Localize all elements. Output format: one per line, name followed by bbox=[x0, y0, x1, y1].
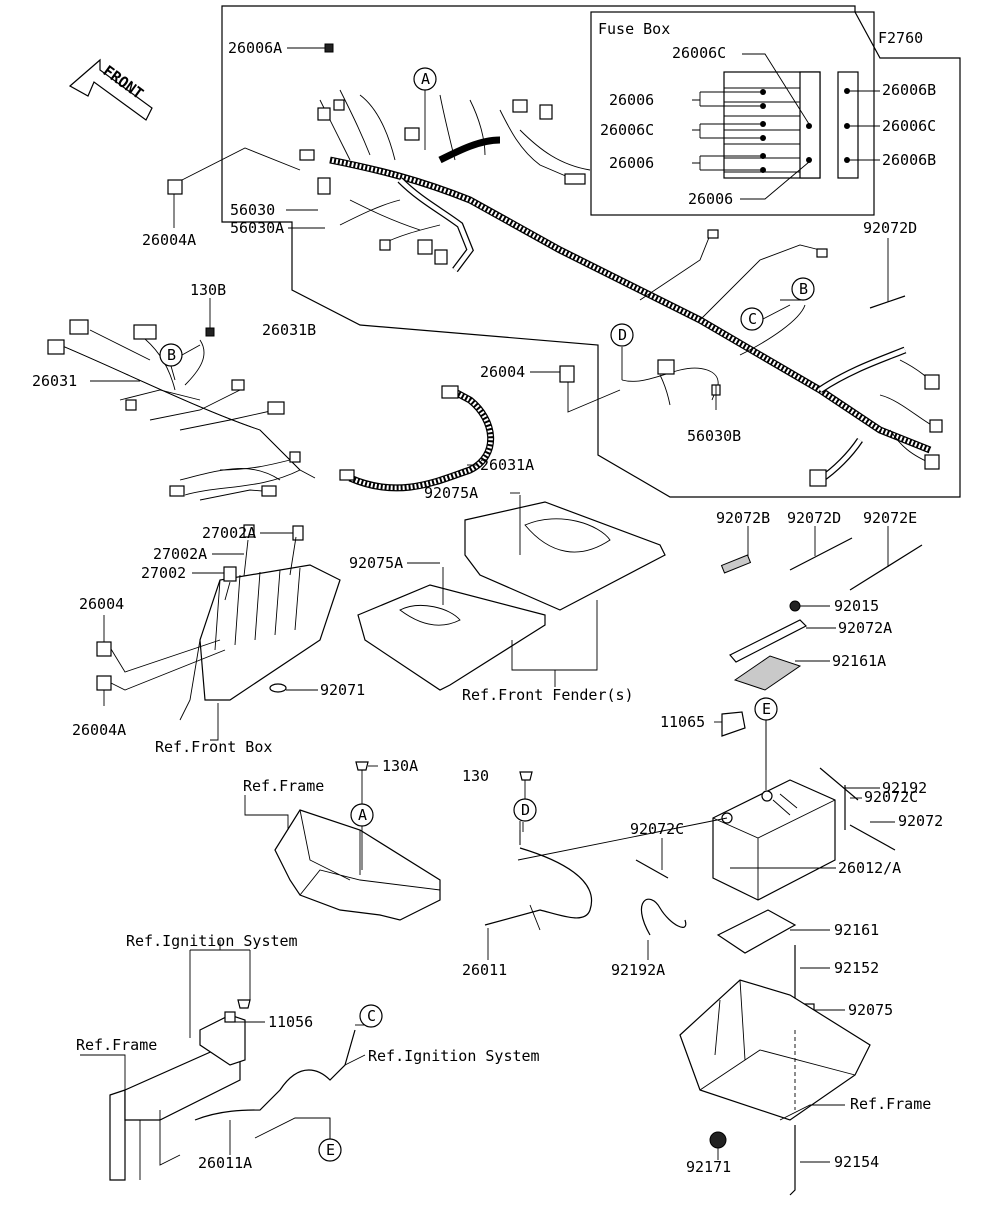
svg-text:D: D bbox=[521, 801, 530, 819]
marker-e-bottom: E bbox=[318, 1138, 342, 1162]
label-92072c-1: 92072C bbox=[864, 788, 918, 806]
svg-text:D: D bbox=[618, 326, 627, 344]
label-26011: 26011 bbox=[462, 961, 507, 979]
svg-text:B: B bbox=[799, 280, 808, 298]
label-26031a: 26031A bbox=[480, 456, 534, 474]
label-92072d: 92072D bbox=[787, 509, 841, 527]
fuse-label-26006b-1: 26006B bbox=[882, 81, 936, 99]
label-26011a: 26011A bbox=[198, 1154, 252, 1172]
fuse-label-26006-2: 26006 bbox=[609, 154, 654, 172]
label-92072a: 92072A bbox=[838, 619, 892, 637]
harness-26031a bbox=[339, 385, 495, 492]
svg-text:C: C bbox=[367, 1007, 376, 1025]
label-27002: 27002 bbox=[141, 564, 186, 582]
label-92154: 92154 bbox=[834, 1153, 879, 1171]
label-56030: 56030 bbox=[230, 201, 275, 219]
marker-b-left: B bbox=[159, 343, 183, 367]
label-56030b: 56030B bbox=[687, 427, 741, 445]
label-11065: 11065 bbox=[660, 713, 705, 731]
front-direction-arrow: FRONT bbox=[68, 58, 153, 121]
svg-text:A: A bbox=[358, 806, 367, 824]
label-130a: 130A bbox=[382, 757, 418, 775]
label-26004-mid: 26004 bbox=[480, 363, 525, 381]
label-92071: 92071 bbox=[320, 681, 365, 699]
label-92072c-2: 92072C bbox=[630, 820, 684, 838]
label-92075: 92075 bbox=[848, 1001, 893, 1019]
connector-26004a-top bbox=[167, 147, 301, 228]
label-92152: 92152 bbox=[834, 959, 879, 977]
label-92072e: 92072E bbox=[863, 509, 917, 527]
svg-text:E: E bbox=[762, 700, 771, 718]
label-11056: 11056 bbox=[268, 1013, 313, 1031]
label-92072d-top: 92072D bbox=[863, 219, 917, 237]
label-26031: 26031 bbox=[32, 372, 77, 390]
label-130: 130 bbox=[462, 767, 489, 785]
battery-assembly bbox=[635, 526, 923, 1196]
marker-c-top: C bbox=[740, 307, 764, 331]
leader-lines bbox=[90, 43, 803, 1139]
connector-26004-mid bbox=[559, 365, 621, 413]
label-92171: 92171 bbox=[686, 1158, 731, 1176]
label-27002a-1: 27002A bbox=[202, 524, 256, 542]
front-box bbox=[96, 524, 341, 741]
label-92072b: 92072B bbox=[716, 509, 770, 527]
marker-a-frame: A bbox=[350, 803, 374, 827]
marker-e-battery: E bbox=[754, 697, 778, 721]
label-ref-frame-1: Ref.Frame bbox=[243, 777, 324, 795]
label-26004a-left: 26004A bbox=[72, 721, 126, 739]
label-26006a: 26006A bbox=[228, 39, 282, 57]
label-26031b: 26031B bbox=[262, 321, 316, 339]
front-fenders bbox=[357, 495, 666, 691]
frame-middle-section bbox=[244, 761, 441, 921]
harness-26031 bbox=[47, 319, 316, 501]
label-ref-frame-3: Ref.Frame bbox=[850, 1095, 931, 1113]
label-92072: 92072 bbox=[898, 812, 943, 830]
label-27002a-2: 27002A bbox=[153, 545, 207, 563]
label-ref-frame-2: Ref.Frame bbox=[76, 1036, 157, 1054]
label-ref-ignition-2: Ref.Ignition System bbox=[368, 1047, 540, 1065]
label-26004-left: 26004 bbox=[79, 595, 124, 613]
fuse-label-26006c-top: 26006C bbox=[672, 44, 726, 62]
fuse-label-26006c-right: 26006C bbox=[882, 117, 936, 135]
label-92015: 92015 bbox=[834, 597, 879, 615]
label-92192a: 92192A bbox=[611, 961, 665, 979]
marker-d-top: D bbox=[610, 323, 634, 347]
label-92161a: 92161A bbox=[832, 652, 886, 670]
part-labels: 26006A 26004A 56030 56030A 26031B 130B 2… bbox=[32, 39, 943, 1176]
svg-text:A: A bbox=[421, 70, 430, 88]
label-ref-ignition-1: Ref.Ignition System bbox=[126, 932, 298, 950]
fuse-label-26006b-2: 26006B bbox=[882, 151, 936, 169]
svg-text:B: B bbox=[167, 346, 176, 364]
diagram-code: F2760 bbox=[878, 29, 923, 47]
cable-tie-92072d-top bbox=[869, 238, 906, 309]
label-26004a-top: 26004A bbox=[142, 231, 196, 249]
marker-b-top: B bbox=[791, 277, 815, 301]
fuse-box-title: Fuse Box bbox=[598, 20, 670, 38]
marker-d-cable: D bbox=[513, 798, 537, 822]
main-wiring-harness bbox=[299, 89, 943, 487]
label-92075a-2: 92075A bbox=[349, 554, 403, 572]
harness-d-branch bbox=[621, 347, 721, 406]
fuse-label-26006-1: 26006 bbox=[609, 91, 654, 109]
label-26012a: 26012/A bbox=[838, 859, 901, 877]
label-92075a-1: 92075A bbox=[424, 484, 478, 502]
label-130b: 130B bbox=[190, 281, 226, 299]
svg-text:C: C bbox=[748, 310, 757, 328]
circle-markers: A B C D B E A D C E bbox=[159, 67, 815, 1162]
label-ref-front-fenders: Ref.Front Fender(s) bbox=[462, 686, 634, 704]
svg-text:E: E bbox=[326, 1141, 335, 1159]
fuse-label-26006c-mid: 26006C bbox=[600, 121, 654, 139]
label-ref-front-box: Ref.Front Box bbox=[155, 738, 272, 756]
label-92192: 92192 bbox=[882, 779, 927, 797]
fuse-label-26006-3: 26006 bbox=[688, 190, 733, 208]
marker-a-top: A bbox=[413, 67, 437, 91]
harness-group-outline bbox=[221, 5, 961, 498]
marker-c-ignition: C bbox=[359, 1004, 383, 1028]
fuse-box-inset: Fuse Box bbox=[590, 11, 936, 216]
label-56030a: 56030A bbox=[230, 219, 284, 237]
label-92161: 92161 bbox=[834, 921, 879, 939]
